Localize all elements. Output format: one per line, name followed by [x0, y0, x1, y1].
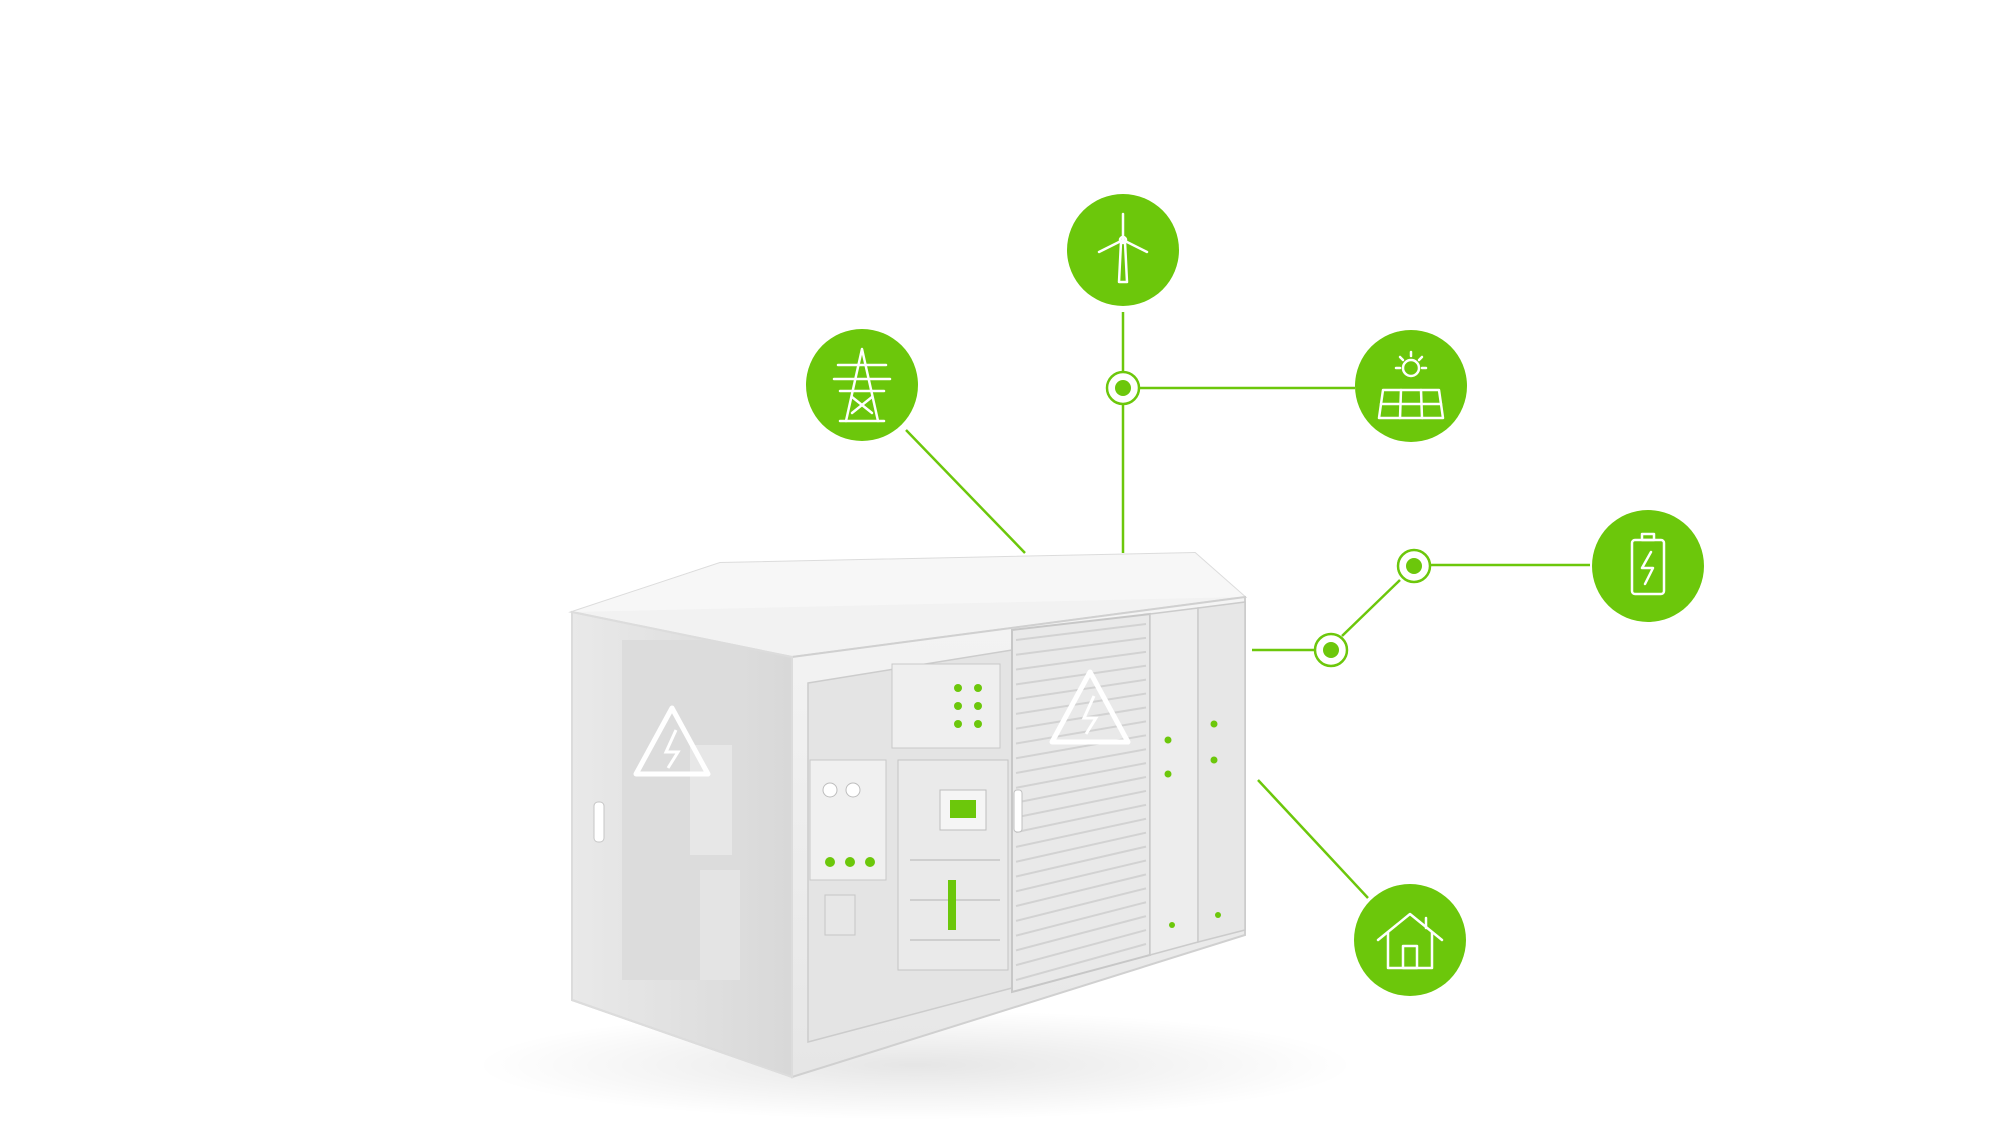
- door-slat: [1015, 650, 1147, 671]
- door-slat: [1015, 748, 1147, 775]
- door-slat: [1015, 845, 1147, 878]
- connection-lines: [905, 312, 1590, 899]
- power-pylon-icon: [832, 347, 892, 423]
- high-voltage-warning-icon: [1049, 669, 1131, 745]
- door-slat: [1015, 762, 1147, 789]
- door-slat: [1015, 803, 1147, 834]
- junction-dots: [1105, 370, 1432, 668]
- junction-battery-upper: [1396, 548, 1432, 584]
- line-pylon-to-roof: [905, 429, 1026, 554]
- power-pylon-node: [806, 329, 918, 441]
- door-slat: [1015, 915, 1147, 952]
- battery-icon: [1630, 532, 1666, 596]
- icon-nodes: [806, 194, 1704, 996]
- door-slat: [1015, 664, 1147, 686]
- junction-battery-lower: [1313, 632, 1349, 668]
- door-slat: [1015, 776, 1147, 804]
- wind-turbine-icon: [1097, 212, 1149, 284]
- solar-panel-icon: [1377, 350, 1445, 420]
- door-slat: [1015, 692, 1147, 715]
- door-slat: [1015, 943, 1147, 981]
- door-slat: [1015, 789, 1147, 819]
- energy-storage-container: [475, 551, 1355, 1120]
- door-slat: [1015, 831, 1147, 863]
- house-node: [1354, 884, 1466, 996]
- door-slat: [1015, 929, 1147, 967]
- high-voltage-warning-icon: [633, 705, 711, 777]
- door-slat: [1015, 859, 1147, 893]
- door-slat: [1015, 887, 1147, 922]
- junction-renewables: [1105, 370, 1141, 406]
- door-slat: [1015, 901, 1147, 937]
- door-slat: [1015, 720, 1147, 745]
- wind-turbine-node: [1067, 194, 1179, 306]
- door-slat: [1015, 873, 1147, 908]
- line-box-to-house: [1257, 779, 1369, 899]
- line-junction-to-junction: [1341, 579, 1401, 637]
- door-slat: [1015, 636, 1147, 656]
- solar-panel-node: [1355, 330, 1467, 442]
- door-slat: [1015, 623, 1147, 641]
- door-slat: [1015, 817, 1147, 848]
- house-icon: [1376, 912, 1444, 970]
- battery-node: [1592, 510, 1704, 622]
- door-slat: [1015, 706, 1147, 730]
